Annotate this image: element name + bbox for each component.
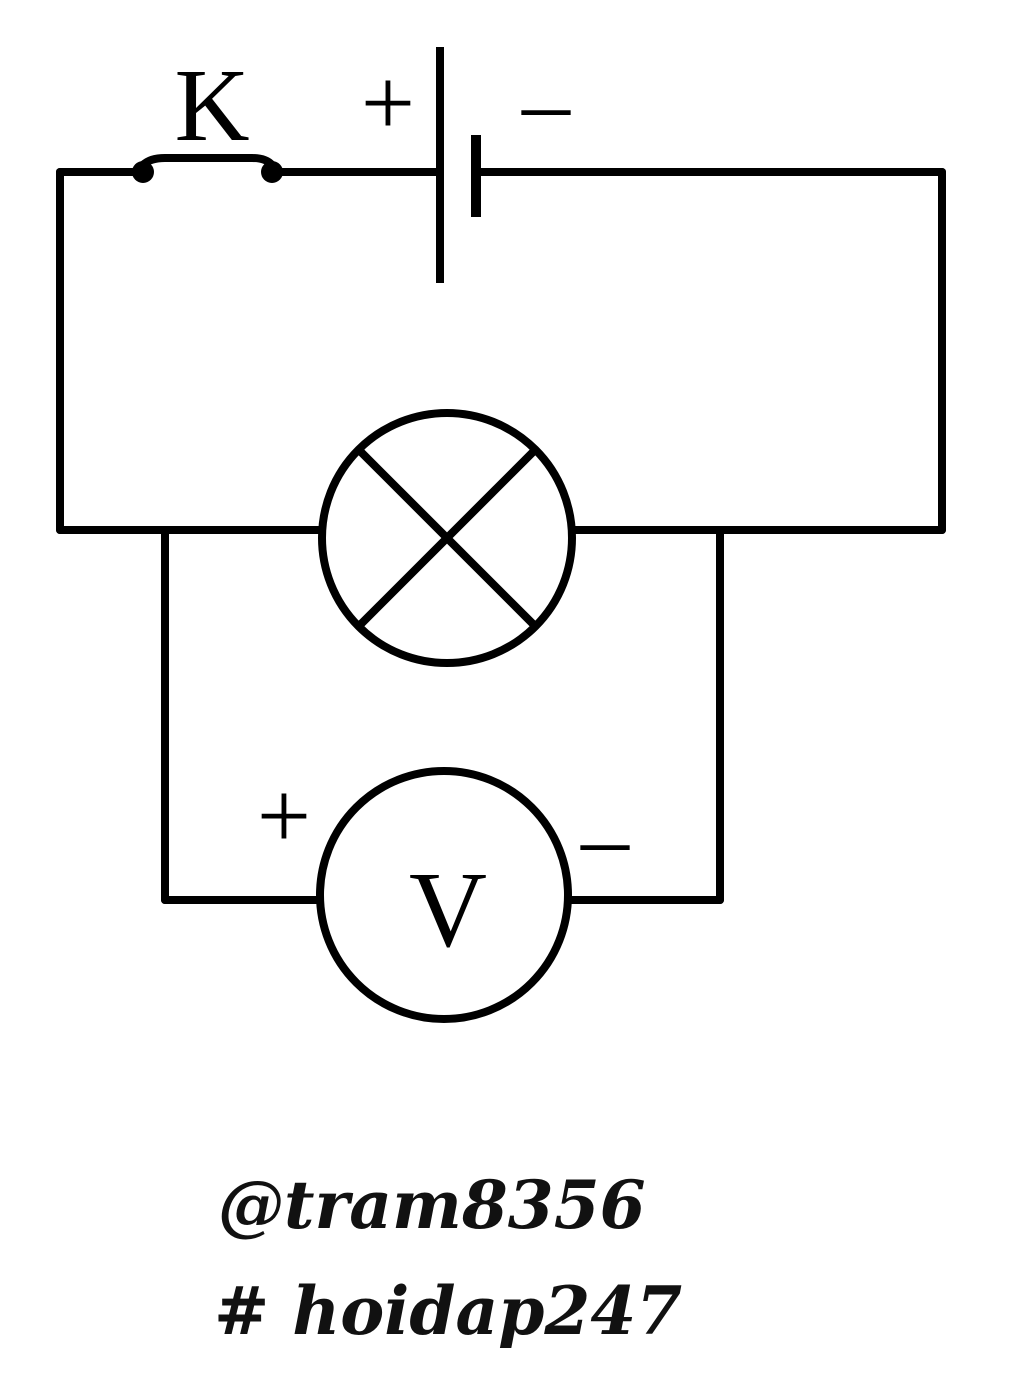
main-circuit-wires <box>56 168 946 534</box>
battery: + – <box>361 47 571 283</box>
voltmeter: V + – <box>257 762 630 1023</box>
voltmeter-minus-sign: – <box>580 784 630 891</box>
lamp-circle <box>318 409 576 667</box>
voltmeter-plus-sign: + <box>257 762 311 869</box>
voltmeter-label: V <box>409 851 487 970</box>
watermark-line-2: # hoidap247 <box>214 1272 682 1350</box>
lamp <box>318 409 576 667</box>
switch-contact-left <box>132 161 154 183</box>
switch-contact-right <box>261 161 283 183</box>
watermark: @tram8356 # hoidap247 <box>214 1166 682 1350</box>
battery-minus-sign: – <box>521 49 571 156</box>
switch-k: K <box>132 48 283 183</box>
switch-blade <box>139 154 276 169</box>
voltmeter-circle <box>316 767 572 1023</box>
voltmeter-branch-wires <box>161 526 724 904</box>
watermark-line-1: @tram8356 <box>218 1166 646 1244</box>
battery-plus-sign: + <box>361 49 415 156</box>
switch-label: K <box>174 48 249 163</box>
lamp-cross-line-2 <box>355 446 539 630</box>
